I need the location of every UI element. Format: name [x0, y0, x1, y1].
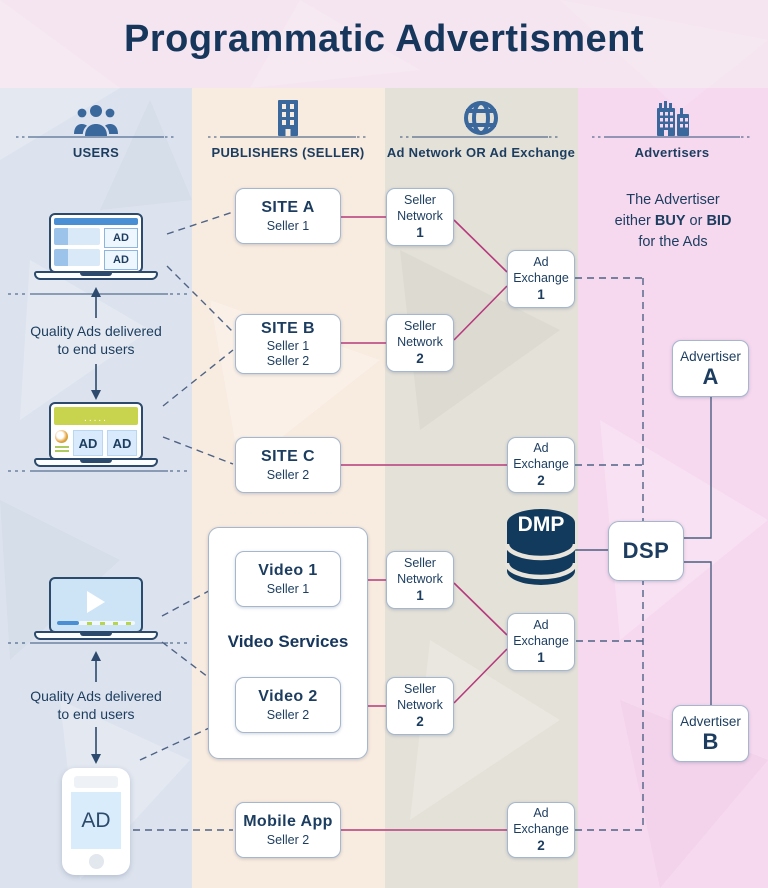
- column-label-publishers: PUBLISHERS (SELLER): [211, 145, 365, 160]
- column-label-users: USERS: [72, 145, 120, 160]
- site-a-box[interactable]: SITE A Seller 1: [235, 188, 341, 244]
- video-2-box[interactable]: Video 2 Seller 2: [235, 677, 341, 733]
- phone-home-button[interactable]: [88, 854, 104, 869]
- phone-ad-screen: AD: [71, 791, 121, 850]
- ad-label: AD: [73, 430, 103, 456]
- buildings-icon: [576, 98, 768, 136]
- ad-label: AD: [107, 430, 137, 456]
- advertiser-note: The Advertiser either BUY or BID for the…: [614, 192, 732, 251]
- laptop-base: [34, 631, 158, 640]
- video-player-screen: [49, 577, 143, 633]
- ad-label: AD: [81, 808, 111, 832]
- mobile-app-box[interactable]: Mobile App Seller 2: [235, 802, 341, 858]
- laptop-base: [34, 271, 158, 280]
- banner-ad: .....: [54, 407, 138, 425]
- dmp-database-icon: DMP: [504, 508, 578, 590]
- laptop-browser-ads: AD AD: [34, 213, 158, 280]
- dmp-label: DMP: [518, 513, 565, 536]
- column-header-network: Ad Network OR Ad Exchange: [385, 98, 577, 160]
- phone-speaker: [74, 776, 118, 788]
- users-icon: [0, 98, 192, 136]
- laptop-base: [34, 458, 158, 467]
- page-title: Programmatic Advertisment: [123, 18, 645, 60]
- video-1-box[interactable]: Video 1 Seller 1: [235, 551, 341, 607]
- column-header-users: USERS: [0, 98, 192, 160]
- globe-icon: [385, 98, 577, 136]
- laptop-screen: AD AD: [49, 213, 143, 273]
- video-services-label: Video Services: [227, 632, 349, 651]
- play-icon[interactable]: [87, 591, 105, 613]
- site-b-box[interactable]: SITE B Seller 1 Seller 2: [235, 314, 341, 374]
- laptop-webpage-ads: ..... AD AD: [34, 402, 158, 467]
- site-c-box[interactable]: SITE C Seller 2: [235, 437, 341, 493]
- dsp-box[interactable]: DSP: [608, 521, 684, 581]
- advertiser-a-box[interactable]: Advertiser A: [672, 340, 749, 397]
- ad-label: AD: [104, 250, 138, 270]
- column-header-advertisers: Advertisers: [576, 98, 768, 160]
- column-label-advertisers: Advertisers: [634, 145, 710, 160]
- mobile-phone-ad: AD: [62, 768, 130, 875]
- laptop-screen: ..... AD AD: [49, 402, 143, 460]
- building-icon: [192, 98, 384, 136]
- advertiser-b-box[interactable]: Advertiser B: [672, 705, 749, 762]
- column-label-network: Ad Network OR Ad Exchange: [386, 145, 576, 160]
- laptop-video-player: [34, 577, 158, 640]
- column-header-publishers: PUBLISHERS (SELLER): [192, 98, 384, 160]
- ad-label: AD: [104, 228, 138, 248]
